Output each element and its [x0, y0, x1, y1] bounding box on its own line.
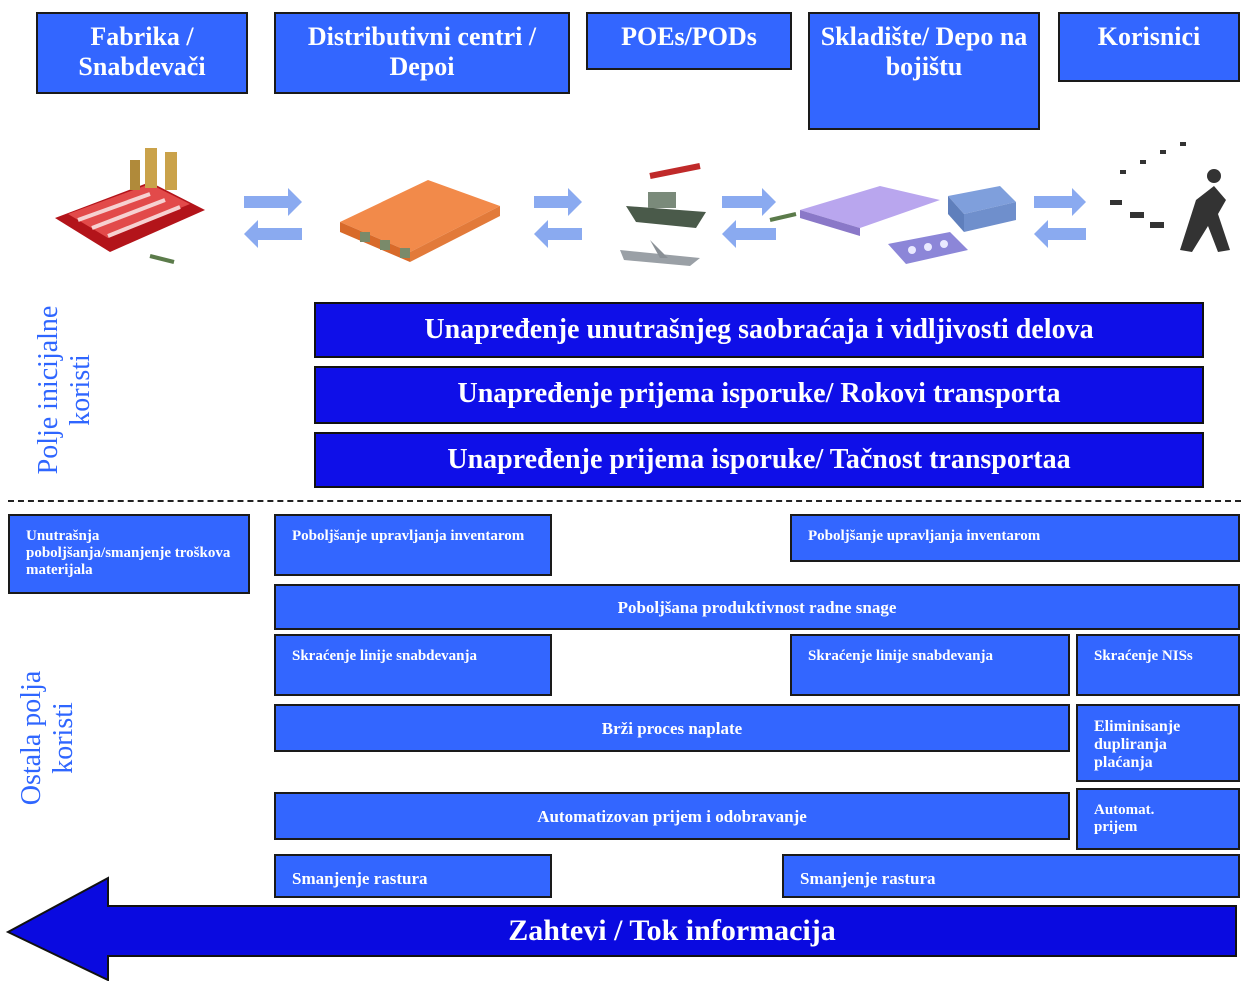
depot-icon [769, 186, 1016, 264]
benefit-nis: Skraćenje NISs [1076, 634, 1240, 696]
supply-chain-illustration [55, 142, 1230, 266]
flow-arrows-2-icon [534, 188, 582, 248]
benefit-internal: Unutrašnja poboljšanja/smanjenje troškov… [8, 514, 250, 594]
benefit-inventory-right: Poboljšanje upravljanja inventarom [790, 514, 1240, 562]
other-benefits-label: Ostala polja koristi [16, 670, 79, 806]
benefit-scatter-left: Smanjenje rastura [274, 854, 552, 898]
benefit-scatter-right: Smanjenje rastura [782, 854, 1240, 898]
benefit-supply-left: Skraćenje linije snabdevanja [274, 634, 552, 696]
divider-line [8, 500, 1241, 502]
benefit-banner-lead-time: Unapređenje prijema isporuke/ Rokovi tra… [314, 366, 1204, 424]
benefit-banner-accuracy: Unapređenje prijema isporuke/ Tačnost tr… [314, 432, 1204, 488]
soldiers-icon [1110, 142, 1230, 252]
initial-benefits-label: Polje inicijalne koristi [33, 305, 96, 475]
warehouse-icon [340, 180, 500, 262]
transport-icon [620, 163, 706, 266]
factory-icon [55, 148, 205, 264]
stage-factory: Fabrika / Snabdevači [36, 12, 248, 94]
information-flow-label: Zahtevi / Tok informacija [508, 914, 836, 947]
stage-field-depot: Skladište/ Depo na bojištu [808, 12, 1040, 130]
flow-arrows-3-icon [722, 188, 776, 248]
benefit-auto-short: Automat. prijem [1076, 788, 1240, 850]
stage-users: Korisnici [1058, 12, 1240, 82]
stage-poe-pod: POEs/PODs [586, 12, 792, 70]
benefit-supply-right: Skraćenje linije snabdevanja [790, 634, 1070, 696]
benefit-billing: Brži proces naplate [274, 704, 1070, 752]
stage-distribution: Distributivni centri / Depoi [274, 12, 570, 94]
flow-arrows-4-icon [1034, 188, 1086, 248]
benefit-banner-visibility: Unapređenje unutrašnjeg saobraćaja i vid… [314, 302, 1204, 358]
benefit-duplicate-payment: Eliminisanje dupliranja plaćanja [1076, 704, 1240, 782]
flow-arrows-1-icon [244, 188, 302, 248]
benefit-productivity: Poboljšana produktivnost radne snage [274, 584, 1240, 630]
benefit-inventory-left: Poboljšanje upravljanja inventarom [274, 514, 552, 576]
benefit-auto-receipt: Automatizovan prijem i odobravanje [274, 792, 1070, 840]
